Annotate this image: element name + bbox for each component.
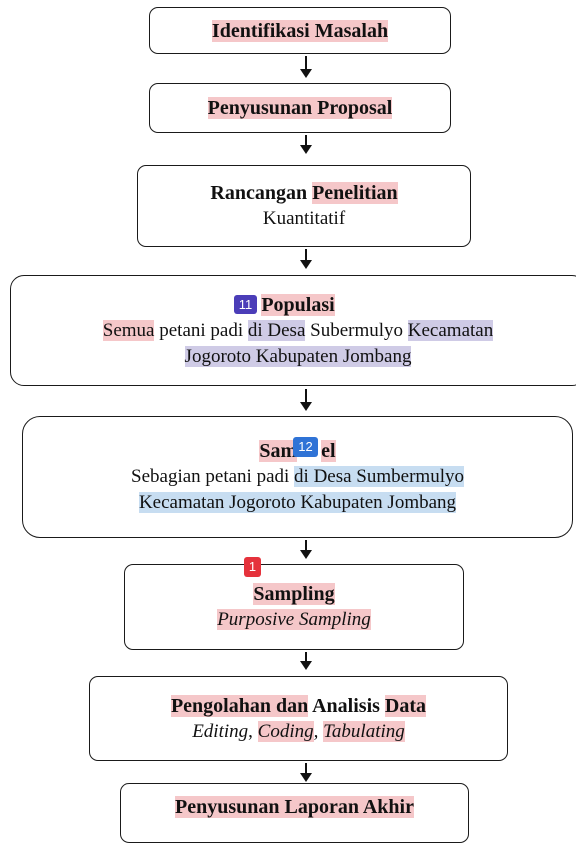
desc-text: Subermulyo xyxy=(305,319,408,341)
desc-text: Tabulating xyxy=(323,720,405,742)
step-title: Penyusunan Proposal xyxy=(207,95,393,121)
flow-arrow xyxy=(300,249,312,269)
step-pengolahan-analisis-data: Pengolahan dan Analisis Data Editing, Co… xyxy=(89,676,508,761)
flow-arrow xyxy=(300,540,312,559)
title-text-highlighted: Penelitian xyxy=(312,182,398,204)
desc-text: Kecamatan Jogoroto Kabupaten Jombang xyxy=(138,492,457,513)
annotation-badge: 1 xyxy=(244,557,261,577)
step-rancangan-penelitian: Rancangan Penelitian Kuantitatif xyxy=(137,165,471,247)
desc-text: Kecamatan xyxy=(407,319,494,341)
title-text: Penyusunan Proposal xyxy=(207,97,393,119)
title-text: el xyxy=(321,440,336,462)
step-populasi: Populasi Semua petani padi di Desa Suber… xyxy=(10,275,576,386)
title-text: Identifikasi Masalah xyxy=(211,19,389,42)
title-text: Analisis xyxy=(308,694,385,717)
flow-arrow xyxy=(300,56,312,78)
step-title: Pengolahan dan Analisis Data xyxy=(170,693,427,719)
desc-text: Kuantitatif xyxy=(262,208,346,229)
desc-text: Sebagian petani padi xyxy=(131,466,295,487)
title-text: Sam xyxy=(259,440,298,462)
step-title: Populasi xyxy=(261,292,335,318)
annotation-badge: 12 xyxy=(293,437,318,457)
step-penyusunan-laporan-akhir: Penyusunan Laporan Akhir xyxy=(120,783,469,843)
step-title: Identifikasi Masalah xyxy=(211,18,389,44)
step-description: Editing, Coding, Tabulating xyxy=(192,719,405,745)
desc-separator: , xyxy=(313,720,324,742)
flow-arrow xyxy=(300,135,312,154)
flow-arrow xyxy=(300,763,312,782)
step-description-line2: Kecamatan Jogoroto Kabupaten Jombang xyxy=(138,490,457,516)
desc-text: di Desa xyxy=(247,319,306,341)
desc-text: Jogoroto Kabupaten Jombang xyxy=(184,345,412,367)
annotation-badge: 11 xyxy=(234,295,257,314)
step-sampel: Sam el Sebagian petani padi di Desa Sumbe… xyxy=(22,416,573,538)
step-penyusunan-proposal: Penyusunan Proposal xyxy=(149,83,451,133)
title-text: Sampling xyxy=(253,583,335,605)
step-description: Purposive Sampling xyxy=(217,607,371,633)
desc-text: Semua xyxy=(102,319,155,341)
flow-arrow xyxy=(300,389,312,411)
title-text: Pengolahan dan xyxy=(170,694,309,717)
title-text: Data xyxy=(384,694,427,717)
flow-arrow xyxy=(300,652,312,670)
title-text: Rancangan xyxy=(210,182,313,204)
step-description: Kuantitatif xyxy=(263,206,345,232)
step-title: Sampling xyxy=(253,581,335,607)
step-title: Rancangan Penelitian xyxy=(210,180,398,206)
desc-separator: , xyxy=(248,720,258,742)
step-identifikasi-masalah: Identifikasi Masalah xyxy=(149,7,451,54)
step-sampling: Sampling Purposive Sampling xyxy=(124,564,464,650)
desc-text: petani padi xyxy=(154,319,248,341)
step-title: Penyusunan Laporan Akhir xyxy=(175,794,414,820)
desc-text: di Desa Sumbermulyo xyxy=(294,466,464,487)
step-description-line1: Semua petani padi di Desa Subermulyo Kec… xyxy=(102,318,494,344)
desc-text: Editing xyxy=(192,720,249,742)
desc-text: Coding xyxy=(257,720,314,742)
step-description-line2: Jogoroto Kabupaten Jombang xyxy=(184,344,412,370)
desc-text: Purposive Sampling xyxy=(217,609,371,630)
step-title: Sam el xyxy=(259,438,336,464)
title-text: Populasi xyxy=(261,293,335,316)
title-text: Penyusunan Laporan Akhir xyxy=(175,796,414,818)
step-description-line1: Sebagian petani padi di Desa Sumbermulyo xyxy=(131,464,464,490)
